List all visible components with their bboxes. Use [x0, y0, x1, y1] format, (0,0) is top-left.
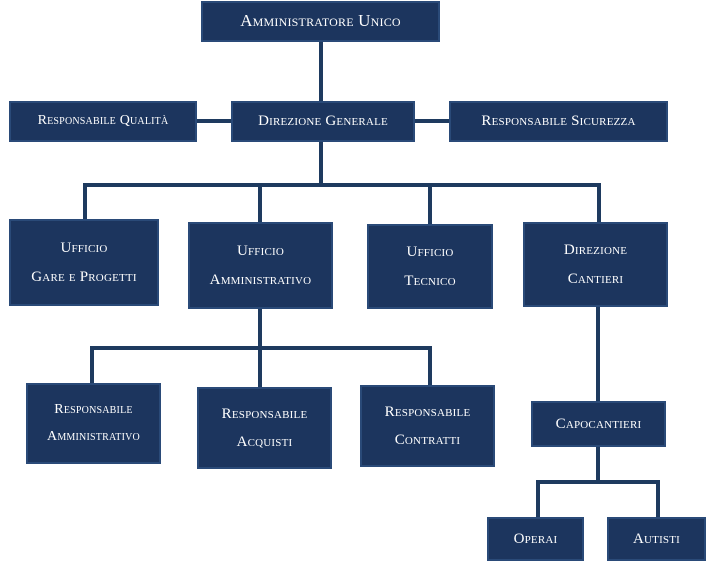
box-amministratore-unico: Amministratore Unico	[201, 1, 440, 42]
label-direzione-generale: Direzione Generale	[258, 113, 388, 130]
connector-to-ufficio-amministrativo	[258, 183, 262, 223]
label-amministratore-unico: Amministratore Unico	[240, 11, 401, 31]
connector-to-resp-amministrativo	[90, 346, 94, 384]
connector-to-direzione-cantieri	[597, 183, 601, 223]
label-operai: Operai	[513, 530, 558, 547]
label-ufficio-amministrativo-line2: Amministrativo	[209, 271, 312, 288]
connector-to-operai	[536, 480, 540, 518]
box-direzione-cantieri: Direzione Cantieri	[523, 222, 668, 307]
box-autisti: Autisti	[607, 517, 706, 561]
box-capocantieri: Capocantieri	[531, 401, 666, 447]
label-direzione-cantieri-line1: Direzione	[563, 242, 628, 258]
connector-operai-autisti-horizontal	[536, 480, 660, 484]
box-ufficio-gare-progetti: Ufficio Gare e Progetti	[9, 219, 159, 306]
connector-qualita-direzione	[196, 119, 232, 123]
connector-amministrativo-down	[258, 308, 262, 348]
label-resp-amministrativo-line1: Responsabile	[54, 401, 133, 417]
label-direzione-cantieri-line2: Cantieri	[567, 270, 624, 287]
box-responsabile-sicurezza: Responsabile Sicurezza	[449, 101, 668, 142]
box-responsabile-qualita: Responsabile Qualità	[9, 101, 197, 142]
connector-direzione-down	[319, 140, 323, 185]
connector-uffici-horizontal	[83, 183, 601, 187]
label-ufficio-gare-line2: Gare e Progetti	[31, 268, 137, 285]
label-capocantieri: Capocantieri	[555, 415, 642, 432]
connector-to-autisti	[656, 480, 660, 518]
label-resp-contratti-line2: Contratti	[394, 432, 461, 448]
connector-to-resp-acquisti	[258, 346, 262, 388]
connector-to-resp-contratti	[428, 346, 432, 386]
label-resp-acquisti-line1: Responsabile	[221, 405, 308, 422]
box-ufficio-amministrativo: Ufficio Amministrativo	[188, 222, 333, 309]
box-operai: Operai	[487, 517, 584, 561]
connector-capocantieri-down	[596, 446, 600, 482]
connector-cantieri-capocantieri	[596, 306, 600, 402]
label-ufficio-tecnico-line2: Tecnico	[404, 272, 456, 289]
connector-to-ufficio-tecnico	[428, 183, 432, 225]
label-resp-amministrativo-line2: Amministrativo	[47, 428, 140, 444]
connector-amministratore-direzione	[319, 42, 323, 104]
box-responsabile-acquisti: Responsabile Acquisti	[197, 387, 332, 469]
label-ufficio-gare-line1: Ufficio	[60, 240, 108, 256]
box-responsabile-amministrativo: Responsabile Amministrativo	[26, 383, 161, 464]
box-responsabile-contratti: Responsabile Contratti	[360, 385, 495, 467]
label-ufficio-amministrativo-line1: Ufficio	[236, 243, 285, 259]
label-resp-contratti-line1: Responsabile	[384, 403, 471, 420]
box-ufficio-tecnico: Ufficio Tecnico	[367, 224, 493, 309]
box-direzione-generale: Direzione Generale	[231, 101, 415, 142]
connector-to-ufficio-gare	[83, 183, 87, 220]
label-responsabile-qualita: Responsabile Qualità	[37, 113, 169, 129]
label-responsabile-sicurezza: Responsabile Sicurezza	[481, 113, 636, 130]
label-ufficio-tecnico-line1: Ufficio	[406, 244, 454, 260]
label-resp-acquisti-line2: Acquisti	[236, 434, 293, 450]
connector-direzione-sicurezza	[414, 119, 450, 123]
label-autisti: Autisti	[632, 530, 681, 547]
